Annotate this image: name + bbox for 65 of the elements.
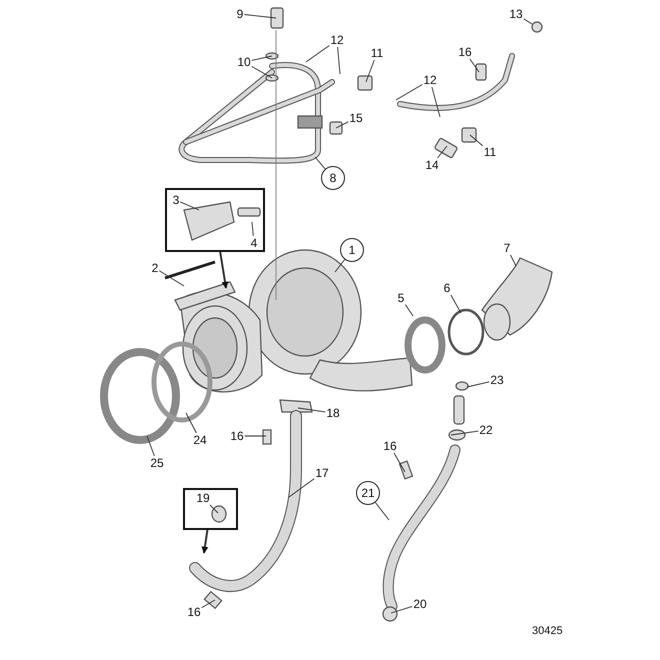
callout-number: 23: [489, 373, 505, 387]
detail-inset-frame: [165, 188, 265, 252]
leader-line: [390, 606, 413, 614]
leader-line: [404, 304, 414, 316]
leader-line: [337, 46, 340, 74]
leader-line: [466, 381, 490, 388]
leader-line: [510, 254, 516, 266]
leader-line: [251, 56, 272, 61]
callout-number: 16: [457, 45, 473, 59]
callout-number: 15: [348, 111, 364, 125]
callout-number: 10: [236, 55, 252, 69]
leader-line: [146, 436, 155, 456]
callout-number: 20: [412, 597, 428, 611]
leader-line: [306, 45, 330, 62]
leader-line: [288, 478, 315, 498]
leader-line: [366, 60, 375, 82]
pointer-arrow: [201, 530, 208, 554]
leader-line: [252, 222, 254, 236]
leader-line: [244, 14, 276, 18]
leader-line: [180, 201, 200, 210]
callout-number: 1: [340, 238, 364, 262]
leader-line: [186, 412, 197, 434]
callout-number: 24: [192, 433, 208, 447]
callout-number: 16: [382, 439, 398, 453]
leader-line: [450, 294, 462, 314]
callout-number: 12: [422, 73, 438, 87]
callout-number: 6: [442, 281, 452, 295]
leader-line: [158, 270, 184, 286]
leader-line: [336, 121, 349, 128]
callout-number: 2: [150, 261, 160, 275]
callout-number: 3: [172, 193, 180, 207]
callout-number: 7: [502, 241, 512, 255]
leader-line: [334, 259, 346, 272]
leader-line: [431, 86, 440, 118]
callout-number: 11: [482, 145, 498, 159]
leader-line: [437, 146, 448, 158]
leader-line: [374, 502, 390, 520]
leader-line: [394, 452, 406, 472]
callout-number: 25: [149, 456, 165, 470]
callout-number: 11: [370, 46, 384, 60]
pointer-arrow: [219, 252, 228, 289]
leader-line: [314, 156, 326, 170]
callout-number: 22: [478, 423, 494, 437]
leader-line: [201, 600, 216, 608]
leader-line: [210, 504, 218, 514]
leader-line: [469, 58, 480, 72]
callout-number: 17: [314, 466, 330, 480]
leader-line: [523, 18, 532, 24]
callout-number: 14: [424, 158, 440, 172]
callout-number: 9: [236, 7, 244, 21]
callout-number: 12: [329, 33, 345, 47]
callout-number: 16: [186, 605, 202, 619]
callout-number: 13: [508, 7, 524, 21]
drawing-number: 30425: [532, 625, 563, 637]
leader-line: [470, 134, 484, 146]
callout-number: 8: [321, 166, 345, 190]
callout-number: 16: [229, 429, 245, 443]
leader-line: [251, 66, 272, 78]
callout-number: 21: [356, 481, 380, 505]
callout-number: 4: [250, 236, 258, 250]
leader-line: [396, 84, 423, 100]
callout-number: 5: [396, 291, 406, 305]
detail-inset-frame: [183, 488, 238, 530]
callout-number: 19: [195, 491, 211, 505]
callout-number: 18: [325, 406, 341, 420]
